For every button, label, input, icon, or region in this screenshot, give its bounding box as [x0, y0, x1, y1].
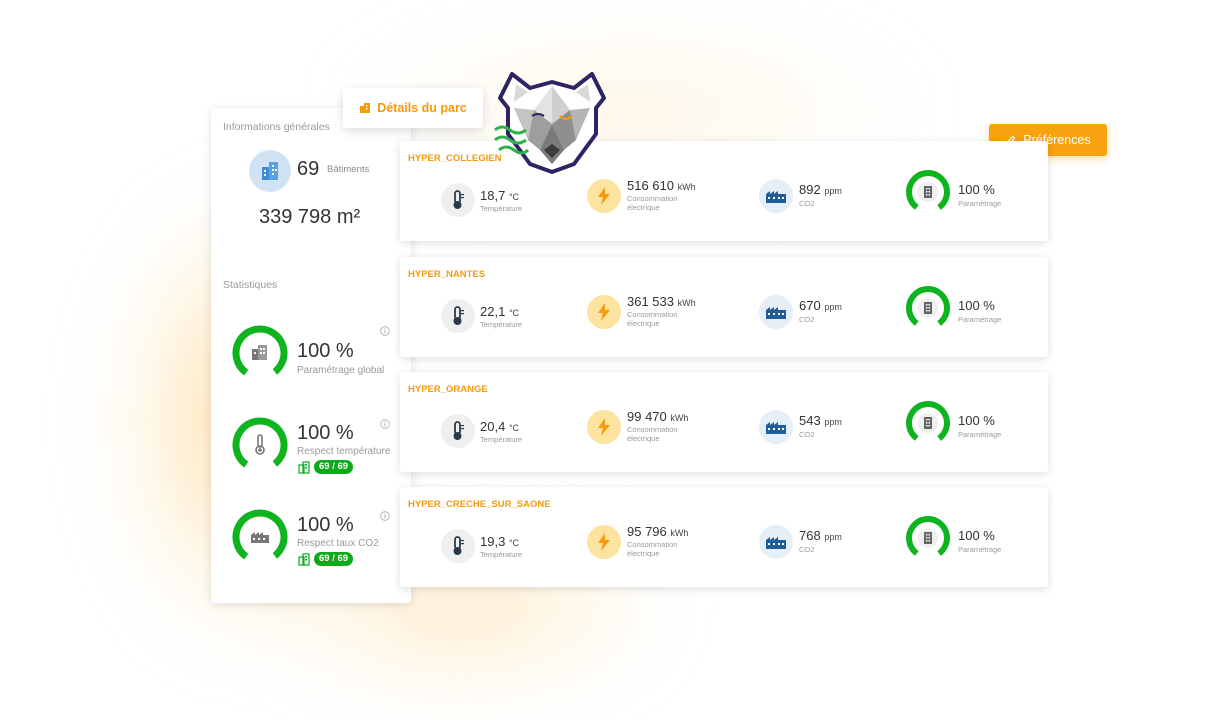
- setup-percent: 100 %: [958, 413, 995, 428]
- factory-icon: [759, 410, 793, 444]
- electricity-value: 95 796 kWh: [627, 524, 689, 539]
- thermometer-icon: [441, 183, 475, 217]
- co2-compliance-percent: 100 %: [297, 514, 354, 536]
- co2-compliance-badge: 69 / 69: [298, 552, 354, 566]
- temperature-compliance-badge: 69 / 69: [298, 460, 354, 474]
- building-icon: [360, 103, 371, 113]
- temperature-compliance-percent: 100 %: [297, 422, 354, 444]
- thermometer-icon: [255, 434, 265, 455]
- temperature-label: Température: [480, 435, 523, 444]
- electricity-value: 516 610 kWh: [627, 178, 696, 193]
- co2-label: CO2: [799, 430, 815, 439]
- bear-mascot-logo: [494, 72, 606, 174]
- co2-compliance-count: 69 / 69: [314, 552, 354, 566]
- global-setup-gauge: [232, 325, 288, 381]
- site-card[interactable]: HYPER_ORANGE 20,4 °C Température 99 470 …: [400, 372, 1048, 472]
- setup-gauge: [906, 400, 950, 445]
- temperature-label: Température: [480, 320, 523, 329]
- setup-label: Paramétrage: [958, 430, 1002, 439]
- co2-compliance-gauge: [232, 509, 288, 565]
- factory-icon: [759, 525, 793, 559]
- factory-icon: [759, 295, 793, 329]
- electricity-value: 99 470 kWh: [627, 409, 689, 424]
- thermometer-icon: [441, 529, 475, 563]
- setup-label: Paramétrage: [958, 545, 1002, 554]
- temperature-value: 22,1 °C: [480, 304, 520, 319]
- lightning-icon: [587, 295, 621, 329]
- temperature-value: 20,4 °C: [480, 419, 520, 434]
- info-icon[interactable]: [380, 511, 390, 521]
- info-icon[interactable]: [380, 326, 390, 336]
- site-card[interactable]: HYPER_COLLEGIEN 18,7 °C Température 516 …: [400, 141, 1048, 241]
- site-card[interactable]: HYPER_CRECHE_SUR_SAONE 19,3 °C Températu…: [400, 487, 1048, 587]
- tab-park-details[interactable]: Détails du parc: [343, 88, 483, 128]
- site-name: HYPER_ORANGE: [408, 384, 488, 395]
- factory-icon: [759, 179, 793, 213]
- factory-icon: [251, 532, 269, 543]
- setup-percent: 100 %: [958, 298, 995, 313]
- site-name: HYPER_CRECHE_SUR_SAONE: [408, 499, 551, 510]
- setup-gauge: [906, 285, 950, 330]
- general-info-label: Informations générales: [223, 121, 330, 133]
- lightning-icon: [587, 525, 621, 559]
- temperature-label: Température: [480, 550, 523, 559]
- setup-gauge: [906, 170, 950, 214]
- setup-label: Paramétrage: [958, 199, 1002, 208]
- electricity-value: 361 533 kWh: [627, 294, 696, 309]
- tab-park-details-label: Détails du parc: [377, 101, 467, 115]
- global-setup-percent: 100 %: [297, 340, 354, 362]
- co2-label: CO2: [799, 545, 815, 554]
- temperature-value: 18,7 °C: [480, 188, 520, 203]
- building-icon: [252, 345, 267, 360]
- setup-label: Paramétrage: [958, 315, 1002, 324]
- building-icon: [924, 302, 932, 314]
- co2-value: 670 ppm: [799, 298, 842, 313]
- info-icon[interactable]: [380, 419, 390, 429]
- building-icon: [924, 532, 932, 544]
- buildings-unit: Bâtiments: [327, 164, 370, 175]
- co2-value: 892 ppm: [799, 182, 842, 197]
- temperature-compliance-count: 69 / 69: [314, 460, 354, 474]
- global-setup-label: Paramétrage global: [297, 365, 385, 376]
- temperature-value: 19,3 °C: [480, 534, 520, 549]
- thermometer-icon: [441, 414, 475, 448]
- site-name: HYPER_COLLEGIEN: [408, 153, 502, 164]
- statistics-label: Statistiques: [223, 279, 278, 291]
- co2-compliance-label: Respect taux CO2: [297, 538, 379, 549]
- setup-percent: 100 %: [958, 182, 995, 197]
- co2-label: CO2: [799, 315, 815, 324]
- thermometer-icon: [441, 299, 475, 333]
- site-card[interactable]: HYPER_NANTES 22,1 °C Température 361 533…: [400, 257, 1048, 357]
- building-icon: [924, 186, 932, 198]
- building-icon: [298, 460, 310, 474]
- setup-gauge: [906, 516, 950, 560]
- lightning-icon: [587, 179, 621, 213]
- total-area: 339 798 m²: [259, 206, 361, 228]
- buildings-count: 69: [297, 158, 320, 180]
- temperature-compliance-gauge: [232, 417, 288, 473]
- building-icon: [298, 552, 310, 566]
- temperature-compliance-label: Respect température: [297, 446, 391, 457]
- building-icon: [924, 417, 932, 429]
- buildings-icon: [249, 150, 291, 192]
- temperature-label: Température: [480, 204, 523, 213]
- lightning-icon: [587, 410, 621, 444]
- co2-value: 543 ppm: [799, 413, 842, 428]
- co2-label: CO2: [799, 199, 815, 208]
- co2-value: 768 ppm: [799, 528, 842, 543]
- setup-percent: 100 %: [958, 528, 995, 543]
- park-summary-panel: Informations générales 69 Bâtiments 339 …: [211, 108, 411, 603]
- site-name: HYPER_NANTES: [408, 269, 486, 280]
